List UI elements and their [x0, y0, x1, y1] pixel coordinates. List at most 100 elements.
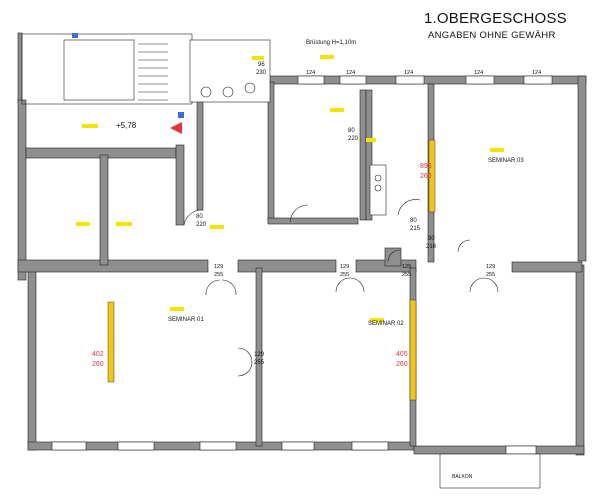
- dim-door-255c: 255: [340, 272, 349, 278]
- dim-door-129c: 129: [340, 264, 349, 270]
- dim-window-124e: 124: [532, 70, 541, 76]
- wall-corridor-4: [511, 261, 583, 273]
- wall-kitchen-r2: [365, 89, 373, 221]
- dim-sem1-h: 260: [92, 361, 104, 368]
- stair-steps: [138, 43, 168, 101]
- page-subtitle: ANGABEN OHNE GEWÄHR: [428, 30, 556, 41]
- tag-3: [116, 222, 132, 226]
- tag-1: [82, 124, 98, 128]
- highlight-wall-1: [107, 301, 115, 383]
- window-s6: [505, 445, 537, 455]
- wall-v2: [175, 144, 185, 226]
- door-swing-1: [183, 209, 203, 226]
- wall-kitchen-l: [267, 81, 275, 223]
- page-title: 1.OBERGESCHOSS: [424, 10, 567, 27]
- south-windows: [51, 441, 537, 455]
- door-swing-7: [237, 347, 253, 377]
- wc-area: [189, 39, 271, 103]
- blue-marker-1: [72, 33, 78, 38]
- plan-labels: Brüstung H=1,10m +5,78 SEMINAR 01 SEMINA…: [92, 40, 541, 480]
- stair-frame: [21, 33, 193, 105]
- dim-door-255b: 255: [214, 272, 223, 278]
- red-marker: [170, 122, 182, 134]
- wall-north-left: [17, 32, 23, 104]
- door-swing-2: [289, 204, 309, 223]
- tag-4: [170, 307, 184, 311]
- dim-door-255e: 255: [486, 272, 495, 278]
- stairwell: [21, 33, 193, 105]
- dim-230: 230: [256, 70, 267, 76]
- dim-window-124a: 124: [306, 70, 315, 76]
- dim-window-124c: 124: [404, 70, 413, 76]
- door-swing-4: [205, 279, 237, 296]
- window-n1: [297, 75, 325, 85]
- blue-marker-2: [178, 112, 184, 118]
- wc-2: [222, 86, 234, 98]
- window-s5: [351, 441, 389, 451]
- wall-kitchen-r: [359, 89, 367, 221]
- wall-corridor-2: [237, 259, 337, 273]
- room-tags: [76, 55, 504, 322]
- window-s1: [51, 441, 87, 451]
- tag-11: [366, 138, 376, 142]
- dim-220a: 220: [196, 222, 207, 228]
- dim-216: 216: [426, 244, 437, 250]
- dim-door-255a: 255: [254, 360, 265, 366]
- balcony: [439, 453, 541, 489]
- dim-door-129a: 129: [254, 352, 265, 358]
- tag-8: [320, 55, 334, 59]
- dim-sem3-w: 895: [420, 163, 432, 170]
- label-seminar-02: SEMINAR 02: [368, 321, 404, 327]
- wall-lower-v1: [255, 267, 263, 447]
- door-swing-3: [397, 199, 421, 216]
- wall-corridor: [17, 259, 209, 273]
- tag-6: [490, 148, 504, 152]
- label-bruestung: Brüstung H=1,10m: [306, 40, 356, 46]
- dim-80b: 80: [348, 128, 355, 134]
- window-s2: [117, 441, 155, 451]
- dim-door-129d: 129: [402, 264, 411, 270]
- tag-5: [370, 318, 384, 322]
- tag-10: [210, 225, 224, 229]
- window-n4: [465, 75, 495, 85]
- door-swing-9: [457, 239, 471, 253]
- outer-walls: [17, 32, 587, 456]
- window-s4: [281, 441, 315, 451]
- highlight-wall-2: [409, 299, 417, 401]
- label-balkon: BALKON: [452, 474, 473, 480]
- tag-7: [330, 108, 344, 112]
- dim-window-124b: 124: [346, 70, 355, 76]
- highlight-wall-3: [428, 139, 436, 213]
- dim-90: 90: [428, 236, 435, 242]
- wall-kitchen-b: [267, 217, 359, 225]
- wall-south-right: [413, 445, 585, 455]
- dim-sem2-h: 260: [396, 361, 408, 368]
- kitchen-unit: [369, 164, 387, 216]
- pillar-center: [384, 247, 402, 267]
- dim-sem3-h: 260: [420, 173, 432, 180]
- wc-1: [200, 86, 212, 98]
- door-swing-5: [335, 277, 365, 293]
- dim-sem1-w: 402: [92, 351, 104, 358]
- blue-markers: [72, 33, 184, 118]
- window-n2: [339, 75, 367, 85]
- dim-220b: 220: [348, 136, 359, 142]
- dim-sem2-w: 405: [396, 351, 408, 358]
- highlighted-walls: [107, 139, 436, 401]
- window-n3: [395, 75, 425, 85]
- north-windows: [297, 75, 553, 85]
- window-n5: [523, 75, 553, 85]
- tag-9: [252, 56, 264, 60]
- dim-door-255d: 255: [402, 272, 411, 278]
- wall-west-lower: [27, 269, 37, 451]
- label-seminar-03: SEMINAR 03: [488, 158, 524, 164]
- wall-east-lower: [575, 264, 585, 456]
- dim-door-129e: 129: [486, 264, 495, 270]
- wall-west: [17, 99, 27, 281]
- window-s3: [199, 441, 237, 451]
- balcony-frame: [439, 453, 541, 489]
- kitchen-hob-1: [374, 174, 382, 182]
- dim-window-124d: 124: [474, 70, 483, 76]
- kitchen-hob-2: [374, 184, 382, 192]
